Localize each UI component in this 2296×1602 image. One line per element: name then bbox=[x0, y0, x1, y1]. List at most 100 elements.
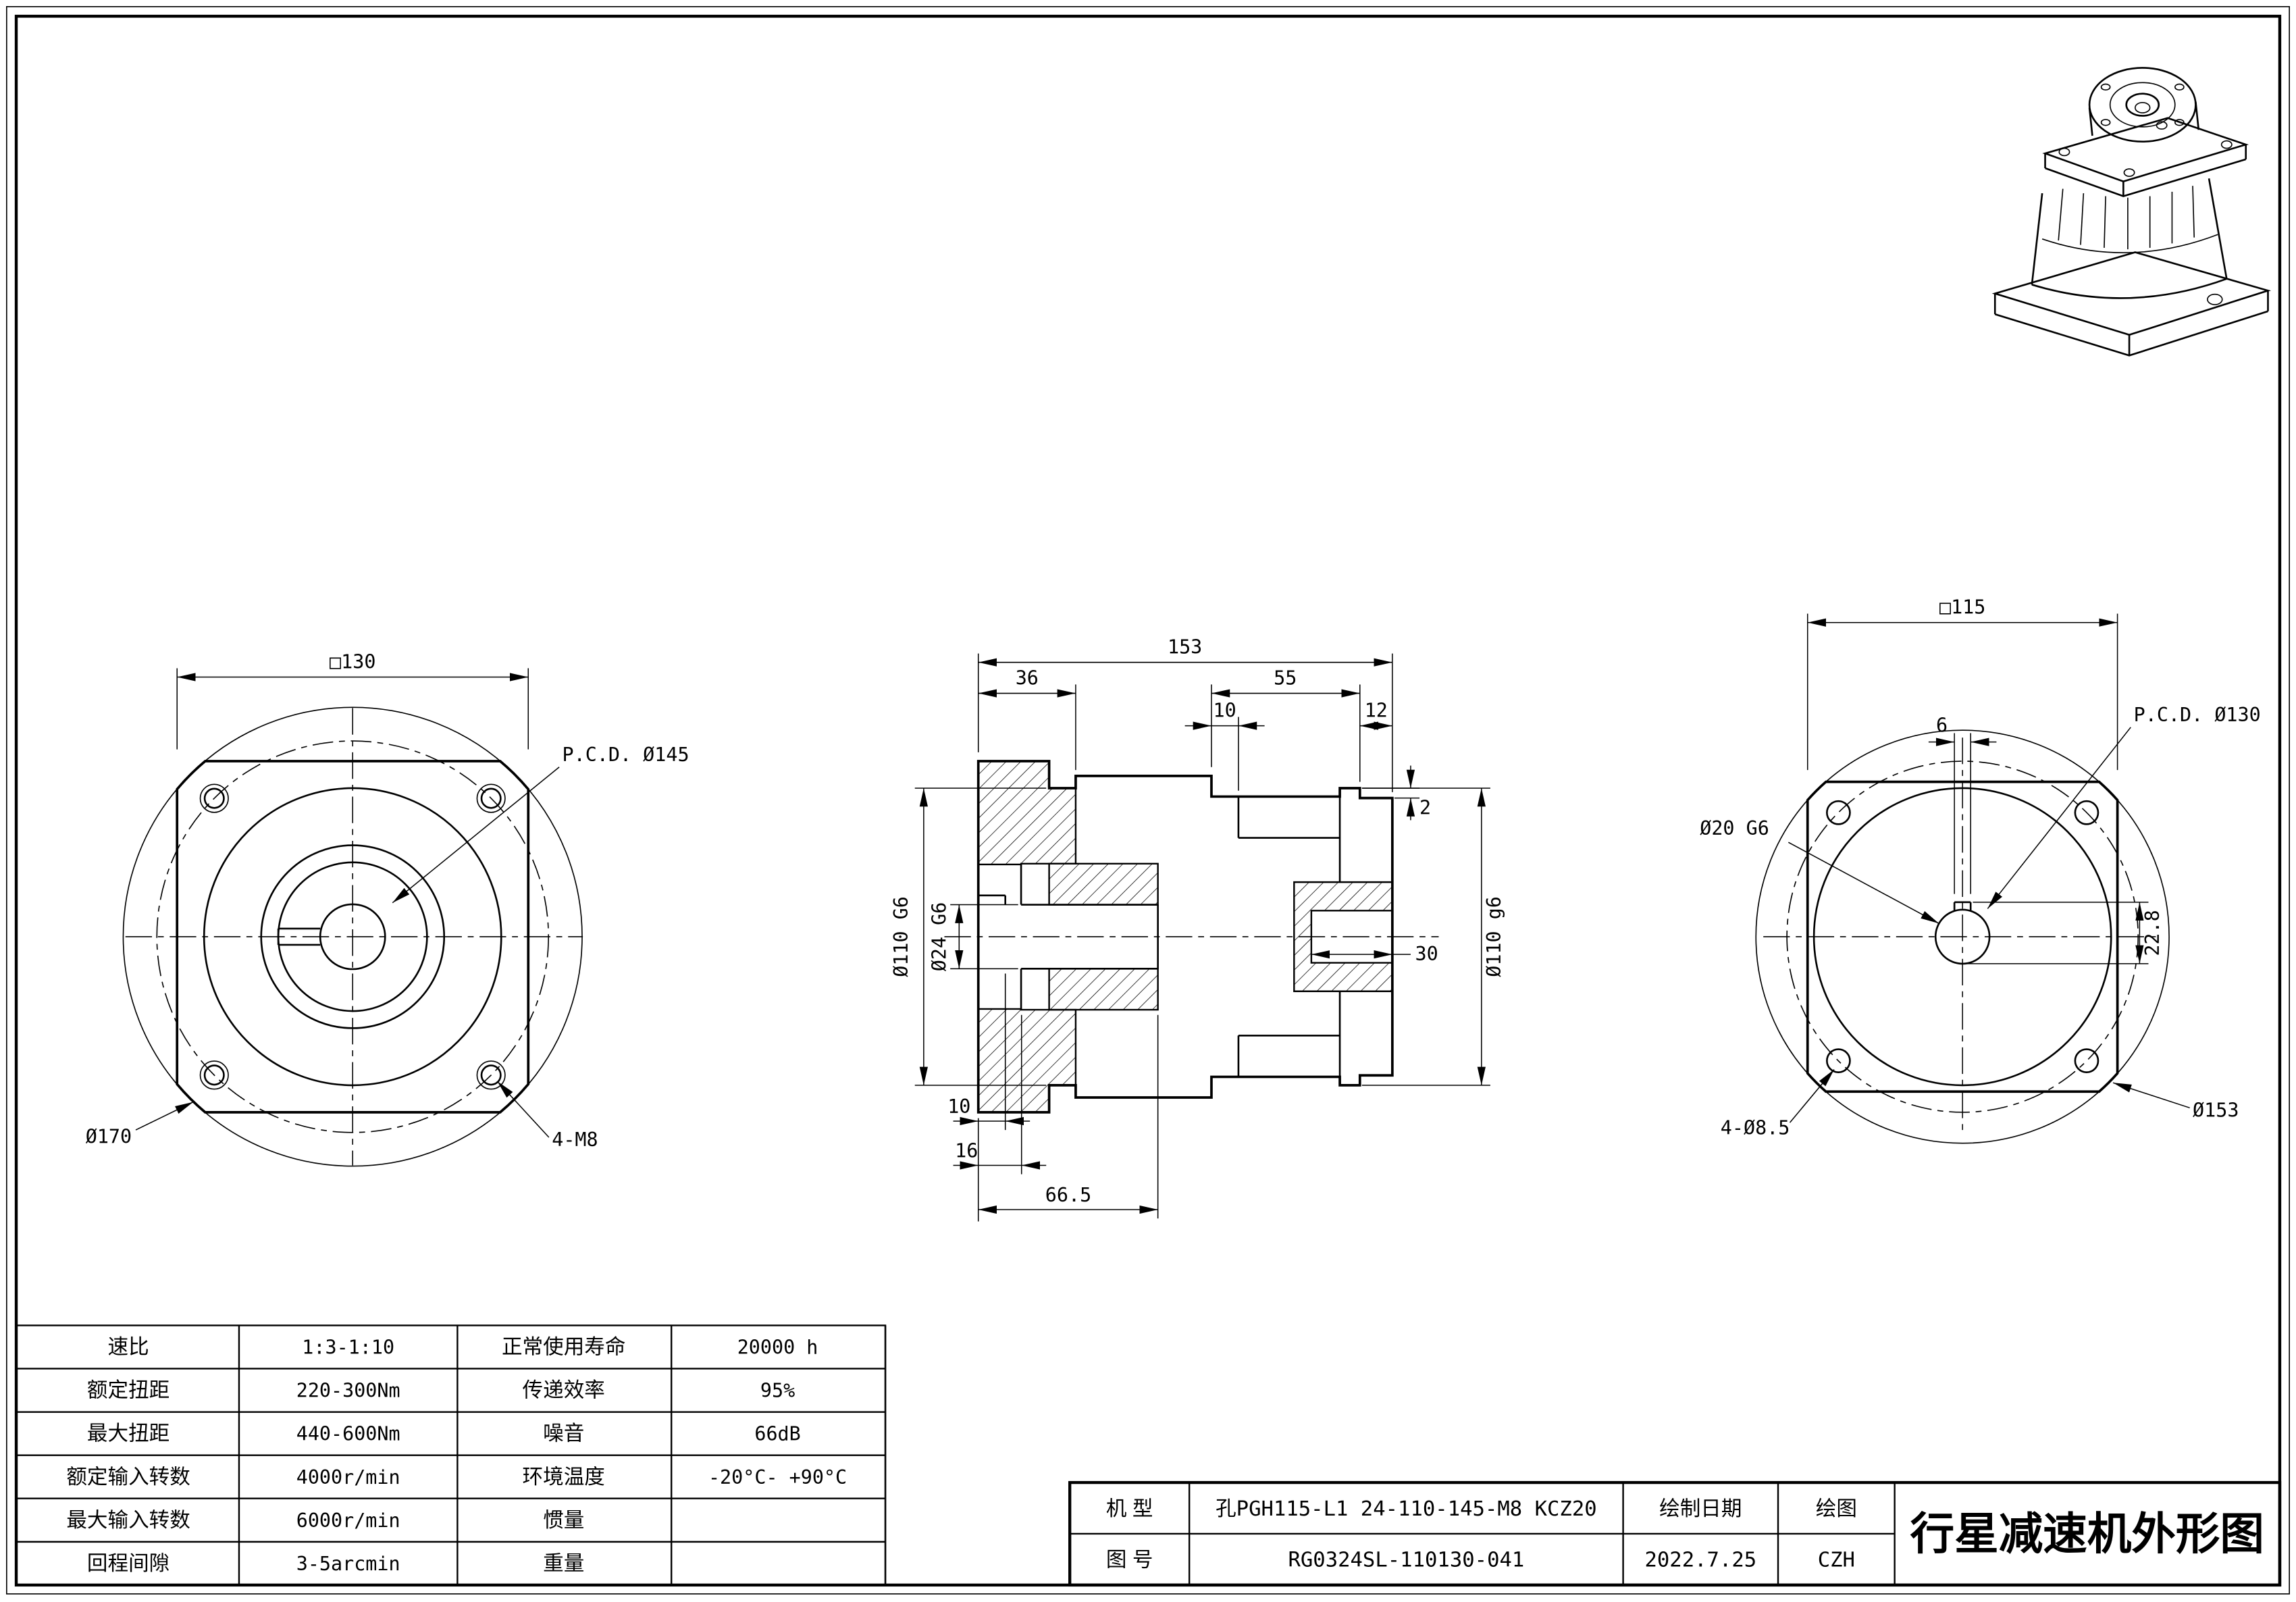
title-model-value: 孔PGH115-L1 24-110-145-M8 KCZ20 bbox=[1216, 1497, 1597, 1521]
rear-keyway bbox=[1953, 901, 1972, 911]
section-dim-flange: 36 bbox=[978, 667, 1076, 771]
rear-dim-outer-text: Ø153 bbox=[2193, 1099, 2239, 1121]
section-dim-total: 153 bbox=[977, 636, 1393, 792]
spec-cell: 20000 h bbox=[737, 1337, 818, 1359]
section-view: 153 36 55 10 12 2 bbox=[890, 636, 1505, 1222]
section-dim-shaft-bore: Ø24 G6 bbox=[929, 902, 1018, 972]
title-date-value: 2022.7.25 bbox=[1644, 1549, 1756, 1572]
iso-top-flange bbox=[2042, 117, 2249, 197]
spec-table: 速比 1:3-1:10 正常使用寿命 20000 h 额定扭距 220-300N… bbox=[15, 1324, 887, 1586]
section-dim-total-text: 153 bbox=[1168, 636, 1202, 658]
spec-cell: 95% bbox=[760, 1380, 795, 1402]
section-dim-16-text: 16 bbox=[955, 1139, 978, 1162]
section-dim-2-text: 2 bbox=[1419, 797, 1431, 819]
section-dim-shaft-bore-text: Ø24 G6 bbox=[929, 902, 951, 972]
front-dim-pcd-text: P.C.D. Ø145 bbox=[563, 744, 689, 766]
front-view-outline bbox=[176, 760, 530, 1114]
spec-cell: 重量 bbox=[543, 1552, 584, 1575]
rear-dim-outer: Ø153 bbox=[2112, 1082, 2239, 1121]
spec-cell: 440-600Nm bbox=[296, 1423, 400, 1445]
iso-body bbox=[2031, 178, 2228, 299]
section-dim-mid: 55 bbox=[1211, 667, 1361, 782]
front-bolt-holes bbox=[199, 783, 506, 1090]
rear-dim-key-width-text: 6 bbox=[1936, 714, 1948, 736]
title-no-label: 图 号 bbox=[1106, 1549, 1153, 1572]
rear-view-outline bbox=[1806, 780, 2119, 1093]
title-model-label: 机 型 bbox=[1106, 1497, 1153, 1520]
spec-cell: 最大输入转数 bbox=[66, 1509, 190, 1532]
section-dim-16: 16 bbox=[953, 1014, 1047, 1174]
title-date-label: 绘制日期 bbox=[1659, 1497, 1742, 1520]
section-coupling-hatch bbox=[1293, 881, 1394, 992]
spec-cell: 环境温度 bbox=[523, 1466, 605, 1489]
spec-cell: 惯量 bbox=[543, 1509, 584, 1532]
title-drawn-label: 绘图 bbox=[1816, 1497, 1857, 1520]
spec-cell: 1:3-1:10 bbox=[302, 1337, 394, 1359]
spec-cell: 额定扭距 bbox=[87, 1379, 169, 1402]
section-dim-right-spigot-text: Ø110 g6 bbox=[1483, 896, 1505, 977]
spec-cell: 4000r/min bbox=[296, 1466, 400, 1489]
iso-face bbox=[2088, 67, 2200, 143]
rear-outer-circle bbox=[1755, 729, 2170, 1144]
spec-cell: 传递效率 bbox=[523, 1379, 605, 1402]
section-dim-left-spigot-text: Ø110 G6 bbox=[890, 896, 912, 977]
title-drawn-value: CZH bbox=[1818, 1549, 1855, 1572]
rear-dim-bore: Ø20 G6 bbox=[1700, 817, 1939, 924]
spec-cell: 正常使用寿命 bbox=[502, 1336, 626, 1359]
front-dim-bolts-text: 4-M8 bbox=[552, 1129, 598, 1151]
section-dim-30: 30 bbox=[1311, 943, 1438, 965]
rear-dim-bore-text: Ø20 G6 bbox=[1700, 817, 1769, 839]
rear-dim-key-depth-text: 22.8 bbox=[2141, 910, 2164, 956]
rear-dim-key-width: 6 bbox=[1928, 714, 1997, 894]
sheet-title: 行星减速机外形图 bbox=[1910, 1509, 2264, 1558]
section-hub-hatch-bottom bbox=[1048, 968, 1159, 1011]
rear-dim-pcd-text: P.C.D. Ø130 bbox=[2134, 704, 2261, 726]
spec-cell: 3-5arcmin bbox=[296, 1553, 400, 1575]
iso-base bbox=[1991, 251, 2271, 357]
section-dim-10-bottom-text: 10 bbox=[947, 1095, 970, 1118]
spec-cell: 最大扭距 bbox=[87, 1422, 169, 1445]
rear-bolt-holes bbox=[1826, 800, 2099, 1073]
spec-cell: 速比 bbox=[108, 1336, 149, 1359]
section-dim-left-spigot: Ø110 G6 bbox=[890, 787, 1047, 1086]
section-dim-30-text: 30 bbox=[1415, 943, 1438, 965]
front-dim-bolts: 4-M8 bbox=[496, 1081, 598, 1151]
section-dim-66-5: 66.5 bbox=[978, 1014, 1159, 1219]
section-dim-12-text: 12 bbox=[1365, 700, 1388, 722]
rear-dim-holes: 4-Ø8.5 bbox=[1721, 1069, 1835, 1139]
section-dim-2: 2 bbox=[1361, 765, 1431, 821]
rear-dim-pcd: P.C.D. Ø130 bbox=[1987, 704, 2261, 909]
rear-dim-holes-text: 4-Ø8.5 bbox=[1721, 1117, 1790, 1139]
section-dim-66-5-text: 66.5 bbox=[1045, 1184, 1091, 1206]
section-dim-flange-text: 36 bbox=[1016, 667, 1039, 689]
front-dim-pcd: P.C.D. Ø145 bbox=[392, 744, 689, 904]
rear-dim-square: □115 bbox=[1806, 596, 2118, 771]
rear-view: □115 6 P.C.D. Ø130 Ø20 G6 22.8 4-Ø8.5 bbox=[1700, 596, 2261, 1144]
section-dim-10-bottom: 10 bbox=[947, 973, 1030, 1222]
spec-cell: 回程间隙 bbox=[87, 1552, 169, 1575]
spec-cell: 噪音 bbox=[543, 1422, 584, 1445]
spec-cell: 220-300Nm bbox=[296, 1380, 400, 1402]
front-view: □130 P.C.D. Ø145 Ø170 4-M8 bbox=[86, 650, 689, 1167]
front-dim-square-text: □130 bbox=[330, 650, 375, 673]
section-dim-10-top: 10 bbox=[1184, 700, 1265, 791]
section-dim-right-spigot: Ø110 g6 bbox=[1361, 787, 1505, 1086]
rear-dim-key-depth: 22.8 bbox=[1964, 902, 2164, 964]
section-dim-10-top-text: 10 bbox=[1214, 700, 1236, 722]
title-block: 机 型 孔PGH115-L1 24-110-145-M8 KCZ20 绘制日期 … bbox=[1068, 1480, 2282, 1587]
title-no-value: RG0324SL-110130-041 bbox=[1288, 1549, 1524, 1572]
section-hub-hatch-top bbox=[1048, 862, 1159, 906]
front-dim-square: □130 bbox=[176, 650, 529, 750]
spec-cell: 66dB bbox=[754, 1423, 800, 1445]
section-dim-12: 12 bbox=[1359, 700, 1392, 730]
spec-cell: 额定输入转数 bbox=[66, 1466, 190, 1489]
spec-cell: 6000r/min bbox=[296, 1509, 400, 1532]
section-dim-mid-text: 55 bbox=[1274, 667, 1297, 689]
section-flange-hatch-top bbox=[977, 760, 1077, 866]
isometric-view bbox=[1991, 67, 2271, 357]
front-dim-outer: Ø170 bbox=[86, 1101, 194, 1148]
section-flange-hatch-bottom bbox=[977, 1008, 1077, 1114]
spec-cell: -20°C- +90°C bbox=[708, 1466, 847, 1489]
front-dim-outer-text: Ø170 bbox=[86, 1126, 132, 1148]
